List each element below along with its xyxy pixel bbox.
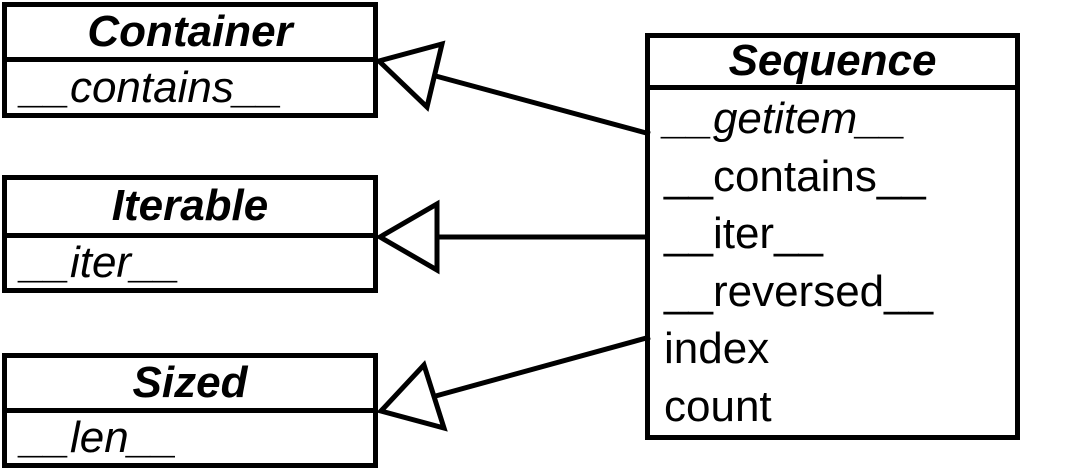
- hollow-triangle-arrowhead: [374, 40, 446, 112]
- class-box-sequence: Sequence __getitem__ __contains__ __iter…: [645, 33, 1020, 440]
- class-box-container: Container __contains__: [2, 2, 378, 118]
- method-dunder-contains: __contains__: [664, 151, 926, 201]
- method-compartment: __contains__: [7, 62, 373, 113]
- method-dunder-iter: __iter__: [664, 209, 824, 258]
- method-compartment: __len__: [7, 413, 373, 463]
- class-title-iterable: Iterable: [7, 180, 373, 238]
- class-box-sized: Sized __len__: [2, 353, 378, 468]
- method-dunder-reversed: __reversed__: [664, 266, 934, 316]
- class-title-sequence: Sequence: [650, 38, 1015, 90]
- generalization-arrow-sequence-to-container: [374, 40, 651, 137]
- hollow-triangle-arrowhead: [375, 199, 440, 275]
- method-index: index: [664, 324, 770, 373]
- method-dunder-contains: __contains__: [21, 63, 283, 112]
- method-compartment: __iter__: [7, 238, 373, 288]
- method-dunder-getitem: __getitem__: [664, 94, 907, 143]
- hollow-triangle-arrowhead: [376, 360, 448, 432]
- generalization-arrow-sequence-to-sized: [376, 334, 651, 432]
- class-title-container: Container: [7, 7, 373, 62]
- method-dunder-iter: __iter__: [21, 238, 181, 287]
- generalization-arrow-sequence-to-iterable: [375, 199, 650, 275]
- method-dunder-len: __len__: [21, 413, 178, 462]
- method-count: count: [664, 381, 772, 431]
- class-box-iterable: Iterable __iter__: [2, 175, 378, 293]
- class-title-sized: Sized: [7, 358, 373, 413]
- method-compartment: __getitem__ __contains__ __iter__ __reve…: [650, 90, 1015, 435]
